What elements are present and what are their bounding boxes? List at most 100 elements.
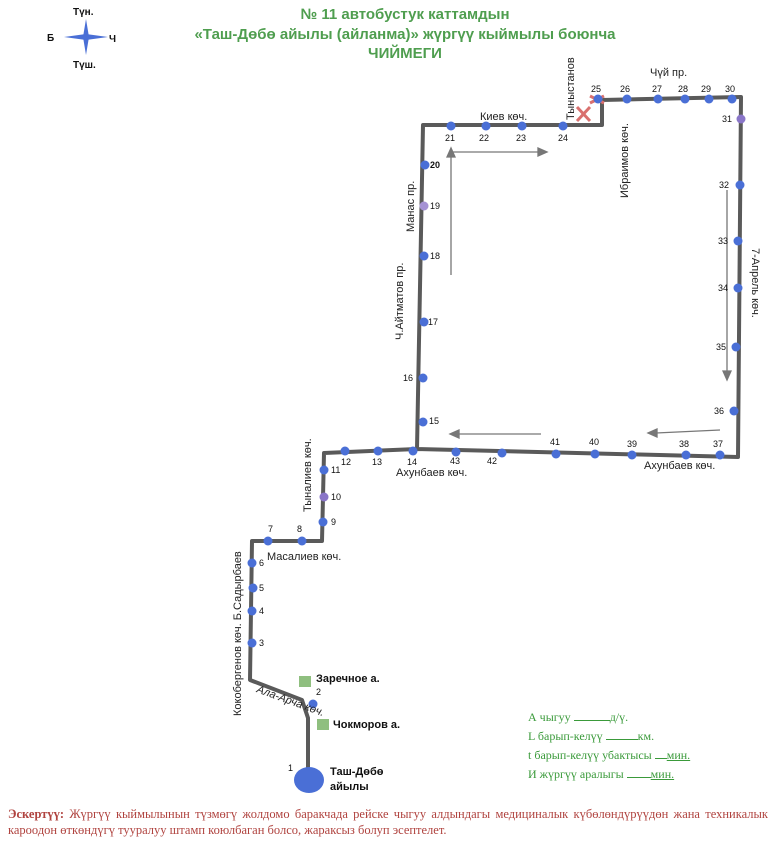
bus-stop-38: [681, 450, 691, 460]
bus-stop-42: [497, 448, 507, 458]
street-tynystanov: Тыныстанов: [565, 57, 577, 120]
bus-stop-number-10: 10: [331, 492, 341, 502]
compass-east-label: Ч: [109, 34, 117, 45]
street-manas: Манас пр.: [405, 181, 417, 232]
bus-stop-number-11: 11: [331, 465, 340, 475]
bus-stop-26: [622, 94, 632, 104]
bus-stop-43: [451, 447, 461, 457]
compass-south-label: Түш.: [73, 60, 96, 71]
bus-stop-19: [419, 201, 429, 211]
bus-stop-number-38: 38: [679, 439, 689, 449]
bus-stop-18: [419, 251, 429, 261]
bus-stop-number-37: 37: [713, 439, 723, 449]
map-title-line-1: № 11 автобустук каттамдын: [300, 6, 510, 23]
legend-interval-unit: мин.: [650, 767, 675, 781]
map-title-line-2: «Таш-Дөбө айылы (айланма)» жүргүү кыймыл…: [194, 26, 616, 43]
bus-stop-21: [446, 121, 456, 131]
bus-stop-35: [731, 342, 741, 352]
bus-stop-20: [420, 160, 430, 170]
bus-stop-32: [735, 180, 745, 190]
bus-stop-number-33: 33: [718, 236, 728, 246]
bus-stop-15: [418, 417, 428, 427]
street-7-april: 7-Апрель көч.: [749, 248, 761, 318]
bus-stop-23: [517, 121, 527, 131]
bus-stop-2: [308, 699, 318, 709]
bus-stop-40: [590, 449, 600, 459]
bus-stop-7: [263, 536, 273, 546]
street-ibraimov: Ибраимов көч.: [619, 123, 631, 198]
bus-stop-number-34: 34: [718, 283, 728, 293]
legend-exit-unit: д/ү.: [609, 710, 629, 724]
bus-stop-5: [248, 583, 258, 593]
bus-stop-25: [593, 94, 603, 104]
chokmorov-marker: [317, 719, 329, 730]
bus-stop-11: [319, 465, 329, 475]
legend-exit-label: А чыгуу: [528, 710, 571, 724]
bus-stop-number-29: 29: [701, 84, 711, 94]
route-line: [248, 95, 743, 778]
bus-stop-number-4: 4: [259, 606, 264, 616]
bus-stop-number-35: 35: [716, 342, 726, 352]
bus-stop-17: [419, 317, 429, 327]
bus-stop-number-16: 16: [403, 373, 413, 383]
bus-stop-number-27: 27: [652, 84, 662, 94]
legend-time-unit: мин.: [666, 748, 691, 762]
bus-stop-39: [627, 450, 637, 460]
bus-stop-31: [736, 114, 746, 124]
legend-length-label: L барып-келүү: [528, 729, 603, 743]
place-chokmorov: Чокморов а.: [333, 719, 400, 731]
bus-stop-number-26: 26: [620, 84, 630, 94]
place-zarechnoe: Заречное а.: [316, 673, 380, 685]
bus-stop-number-20: 20: [430, 160, 440, 170]
direction-arrows: [445, 146, 733, 440]
bus-stop-28: [680, 94, 690, 104]
bus-stop-number-3: 3: [259, 638, 264, 648]
bus-stop-4: [247, 606, 257, 616]
bus-stop-number-8: 8: [297, 524, 302, 534]
bus-stop-number-30: 30: [725, 84, 735, 94]
street-tynaliev: Тыналиев көч.: [302, 438, 314, 512]
bus-stop-33: [733, 236, 743, 246]
compass-west-label: Б: [47, 33, 55, 44]
bus-stop-34: [733, 283, 743, 293]
tash-dobo-terminal-marker: [294, 767, 324, 793]
bus-stop-number-25: 25: [591, 84, 601, 94]
bus-stop-12: [340, 446, 350, 456]
street-kokobergenov: Кокобергенов көч. Б.Садырбаев: [232, 551, 244, 716]
bus-stop-6: [247, 558, 257, 568]
bus-stop-number-12: 12: [341, 457, 351, 467]
footnote-label: Эскертүү:: [8, 807, 65, 821]
zarechnoe-marker: [299, 676, 311, 687]
bus-stop-24: [558, 121, 568, 131]
bus-stop-3: [247, 638, 257, 648]
bus-stop-22: [481, 121, 491, 131]
bus-stop-8: [297, 536, 307, 546]
street-akhunbaev-right: Ахунбаев көч.: [644, 460, 715, 472]
bus-stop-number-24: 24: [558, 133, 568, 143]
bus-stop-13: [373, 446, 383, 456]
legend-time-label: t барып-келүү убактысы: [528, 748, 652, 762]
place-tash-dobo-line2: айылы: [330, 781, 369, 793]
bus-stop-number-36: 36: [714, 406, 724, 416]
bus-stop-number-6: 6: [259, 558, 264, 568]
street-chuy: Чүй пр.: [650, 67, 687, 79]
footnote-text: Жүргүү кыймылынын түзмөгү жолдомо баракч…: [8, 807, 768, 837]
bus-stop-number-15: 15: [429, 416, 439, 426]
bus-stop-number-5: 5: [259, 583, 264, 593]
bus-stop-number-7: 7: [268, 524, 273, 534]
place-tash-dobo-line1: Таш-Дөбө: [330, 766, 384, 778]
bus-stop-30: [727, 94, 737, 104]
bus-stop-number-19: 19: [430, 201, 440, 211]
bus-stop-number-21: 21: [445, 133, 455, 143]
bus-stop-number-40: 40: [589, 437, 599, 447]
bus-stop-number-39: 39: [627, 439, 637, 449]
route-parameters-legend: А чыгуу д/ү. L барып-келүү км. t барып-к…: [528, 710, 690, 786]
street-masaliev: Масалиев көч.: [267, 551, 341, 563]
map-title-line-3: ЧИЙМЕГИ: [368, 45, 442, 62]
legend-length-unit: км.: [637, 729, 655, 743]
street-akhunbaev-left: Ахунбаев көч.: [396, 467, 467, 479]
bus-stop-number-28: 28: [678, 84, 688, 94]
bus-stop-number-13: 13: [372, 457, 382, 467]
bus-stops: [247, 94, 746, 709]
